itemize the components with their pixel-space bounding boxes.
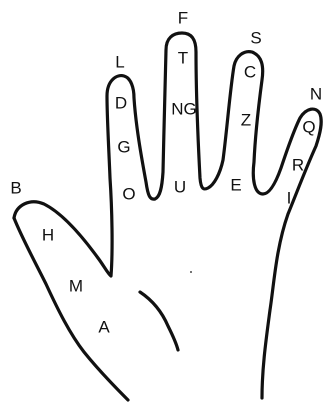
middle-finger-tip-label: S <box>250 30 261 47</box>
little-finger-letter: G <box>117 139 130 156</box>
little-finger-letter: O <box>122 186 135 203</box>
index-finger-tip-label: N <box>310 86 322 103</box>
thumb-tip-label: B <box>10 180 21 197</box>
ring-finger-letter: NG <box>171 101 197 118</box>
thumb-letter: H <box>42 227 54 244</box>
ring-finger-letter: U <box>174 179 186 196</box>
index-finger-letter: Q <box>302 119 315 136</box>
little-finger-tip-label: L <box>115 54 124 71</box>
ring-finger-letter: T <box>178 50 188 67</box>
palm-crease <box>140 292 178 350</box>
index-finger-letter: I <box>287 190 292 207</box>
middle-finger-letter: E <box>230 177 241 194</box>
middle-finger-letter: C <box>244 64 256 81</box>
thumb-letter: M <box>69 278 83 295</box>
palm-dot <box>190 271 192 273</box>
index-finger-letter: R <box>292 157 304 174</box>
little-finger-letter: D <box>115 95 127 112</box>
ring-finger-tip-label: F <box>178 10 188 27</box>
hand-outline <box>14 33 321 398</box>
thumb-letter: A <box>98 319 109 336</box>
middle-finger-letter: Z <box>241 112 251 129</box>
